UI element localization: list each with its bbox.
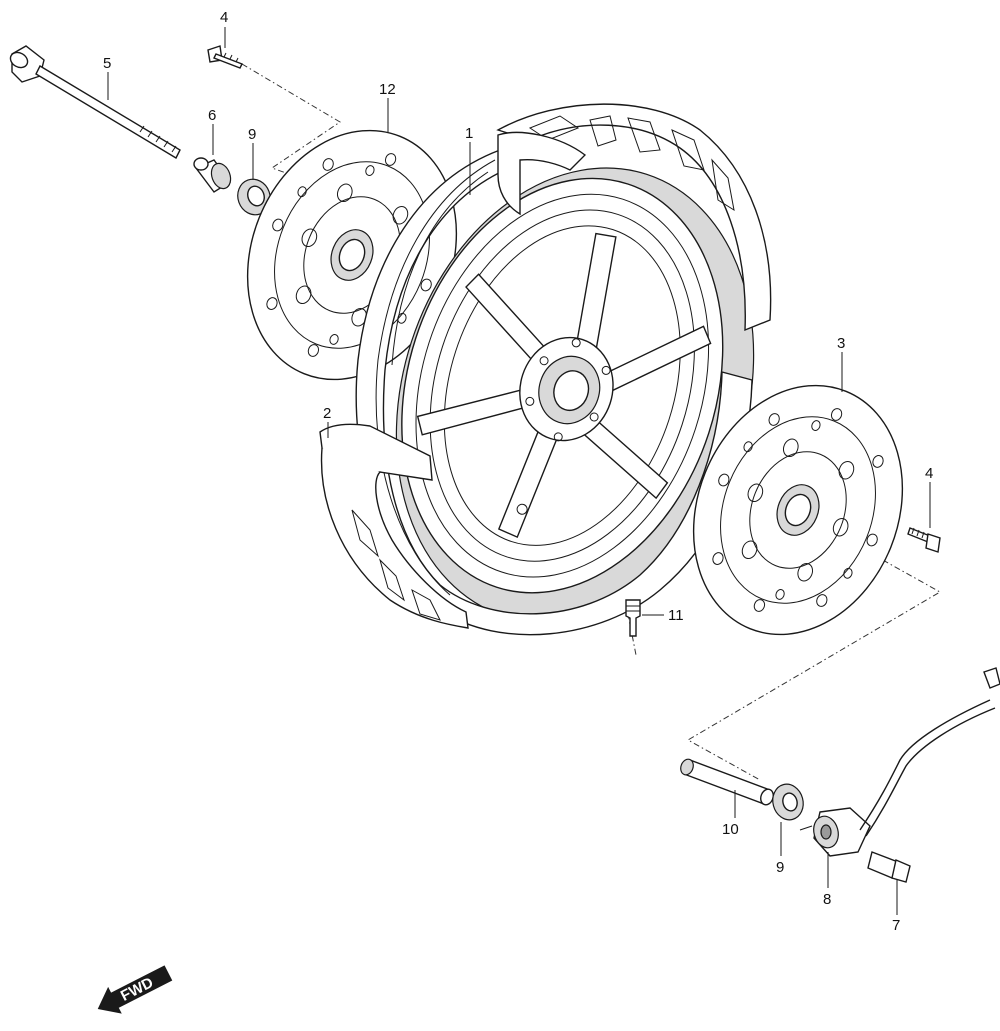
callout-labels: 4 5 12 6 1 9 3 2 4 11 10 9 8 7 [103,9,933,934]
tire [319,103,772,636]
distance-collar [680,758,774,806]
callout-4-top: 4 [220,9,228,26]
callout-1: 1 [465,125,473,142]
arrow-shape [97,965,173,1014]
callout-7: 7 [892,917,900,934]
callout-8: 8 [823,891,831,908]
tire-valve [625,599,641,637]
callout-4-right: 4 [925,465,933,482]
axle-shaft [9,45,181,159]
brake-disc-left [246,129,458,381]
callout-2: 2 [323,405,331,422]
forward-direction-arrow: FWD [97,965,173,1014]
fwd-label: FWD [118,974,156,1005]
axle-bolt [867,851,911,883]
axle-collar [193,157,232,193]
brake-disc-right [692,384,904,636]
callout-5: 5 [103,55,111,72]
callout-9-right: 9 [776,859,784,876]
callout-11: 11 [668,607,684,624]
callout-9-top: 9 [248,126,256,143]
callout-6: 6 [208,107,216,124]
callout-12: 12 [379,81,396,98]
callout-3: 3 [837,335,845,352]
disc-bolt-right [907,527,941,553]
leader-lines [107,27,931,915]
disc-bolt-top [207,45,243,69]
callout-10: 10 [722,821,739,838]
wheel-rim [395,167,755,623]
bearing-right [772,783,804,821]
speedometer-gear [799,667,1000,857]
